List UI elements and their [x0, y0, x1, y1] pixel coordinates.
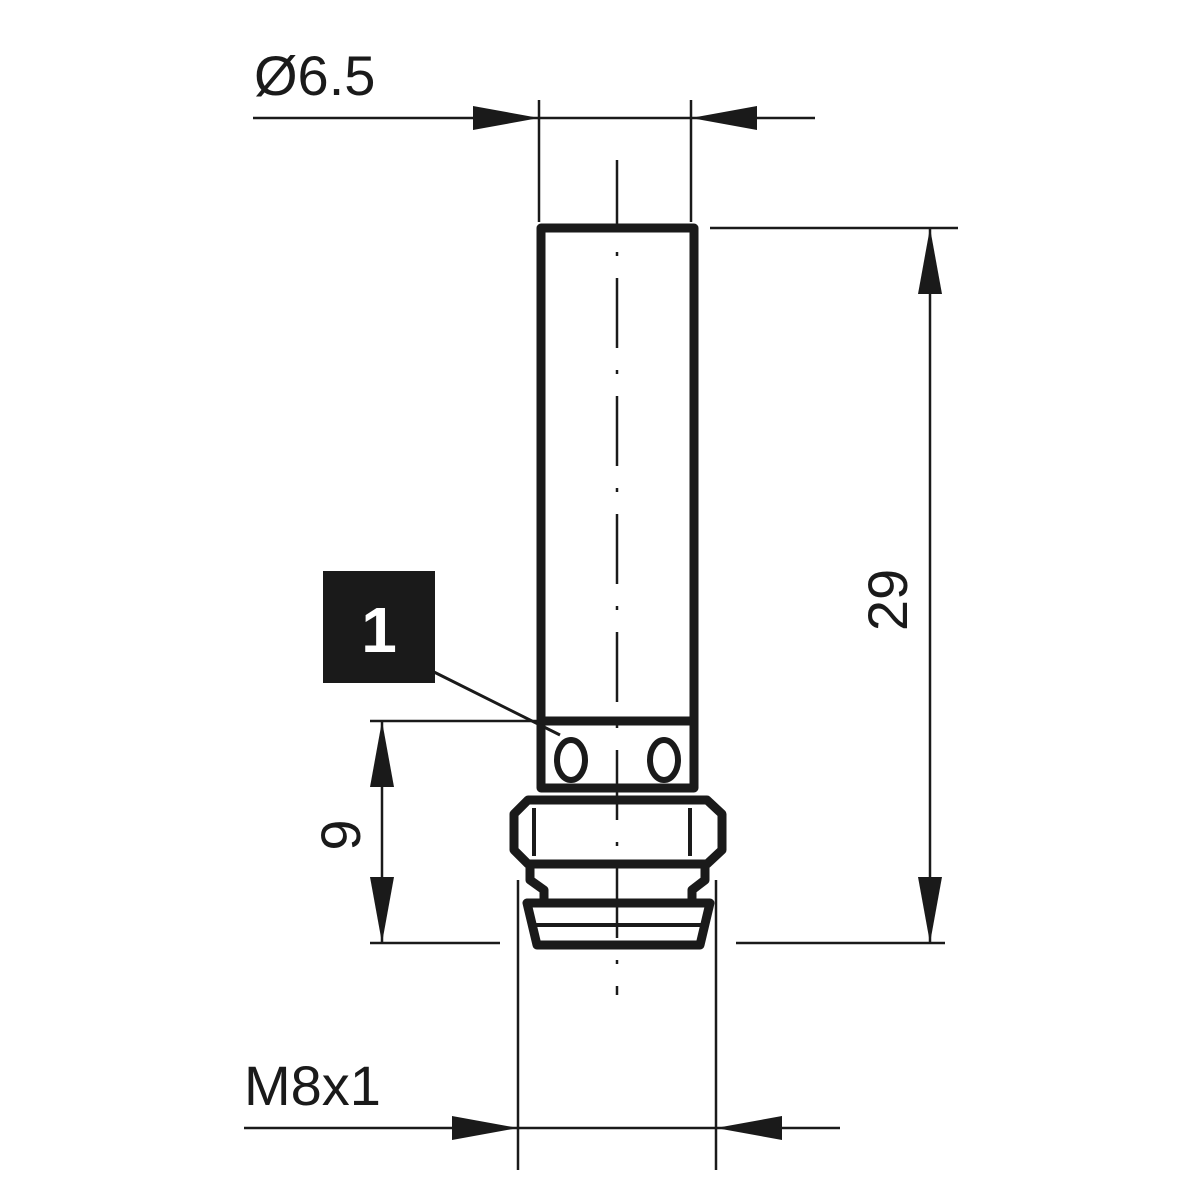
thread-length-dimension	[370, 719, 541, 945]
diameter-arrow-left	[473, 106, 539, 130]
sensor-body	[509, 223, 727, 950]
thread-length-arrow-top	[370, 721, 394, 787]
length-arrow-top	[918, 228, 942, 294]
thread-length-label: 9	[309, 819, 372, 850]
thread-arrow-right	[716, 1116, 782, 1140]
diameter-arrow-right	[691, 106, 757, 130]
length-label: 29	[856, 569, 919, 631]
connector-plug	[522, 898, 715, 950]
callout-leader-line	[433, 670, 561, 737]
led-indicator-left	[554, 737, 588, 783]
length-arrow-bottom	[918, 877, 942, 943]
led-indicator-right	[647, 737, 681, 783]
thread-length-arrow-bottom	[370, 877, 394, 943]
sensor-cylinder	[536, 223, 699, 793]
diameter-label: Ø6.5	[254, 44, 375, 107]
diameter-dimension	[253, 100, 815, 222]
thread-neck	[525, 864, 710, 903]
length-dimension	[710, 226, 958, 945]
thread-arrow-left	[452, 1116, 518, 1140]
thread-label: M8x1	[244, 1054, 381, 1117]
thread-dimension	[244, 880, 840, 1170]
callout-box	[323, 571, 435, 683]
callout-number: 1	[361, 594, 397, 666]
